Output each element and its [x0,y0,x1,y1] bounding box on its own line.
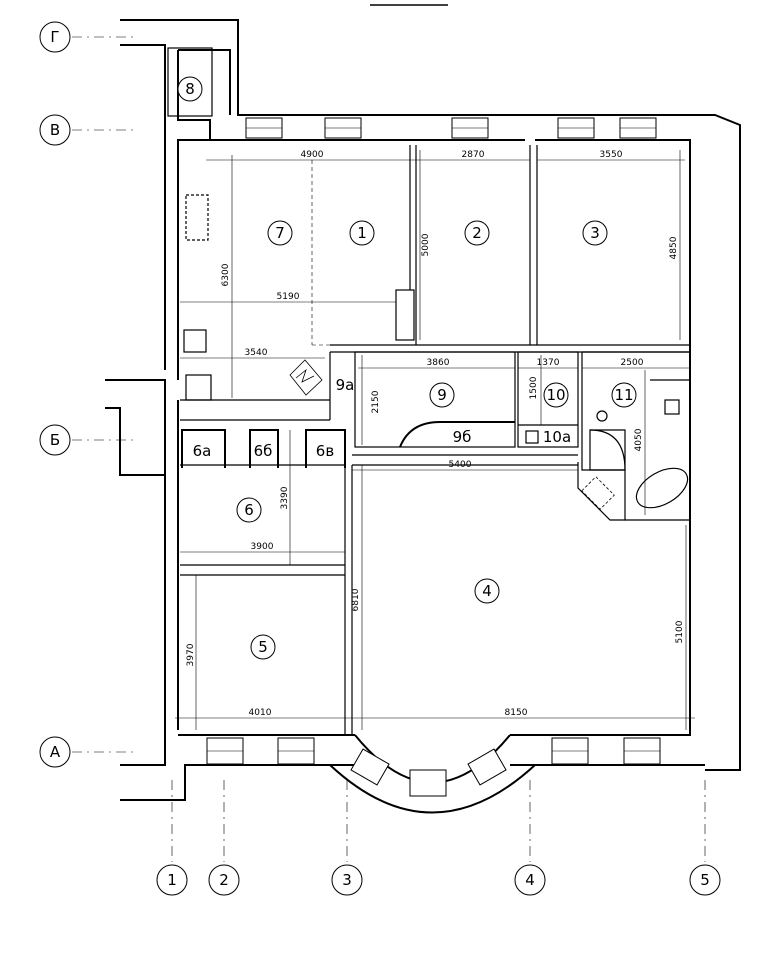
svg-text:А: А [50,743,61,761]
room-6-label: 6 [244,501,254,519]
dim-5400: 5400 [449,460,472,470]
axis-marker-4: 4 [514,864,546,896]
dim-5000: 5000 [421,233,431,256]
room-4-label: 4 [482,582,492,600]
room-7-label: 7 [275,224,285,242]
room-6a-label: 6а [193,442,212,460]
dim-3900: 3900 [251,542,274,552]
room-6b-label: 6б [254,442,273,460]
dim-4010: 4010 [249,708,272,718]
room-3-label: 3 [590,224,600,242]
room-10-label: 10 [546,386,565,404]
axis-marker-5: 5 [689,864,721,896]
dim-5100: 5100 [675,620,685,643]
axis-marker-Б: Б [39,424,71,456]
dim-2870: 2870 [462,150,485,160]
svg-text:В: В [50,121,60,139]
room-9-label: 9 [437,386,447,404]
axis-marker-3: 3 [331,864,363,896]
dim-3970: 3970 [186,643,196,666]
dim-1370: 1370 [537,358,560,368]
axis-marker-Г: Г [39,21,71,53]
room-9b-label: 9б [453,428,472,446]
svg-text:Г: Г [50,28,59,46]
room-1-label: 1 [357,224,367,242]
room-9a-label: 9а [336,376,355,394]
dimension-lines [175,150,695,730]
svg-text:5: 5 [700,871,710,889]
svg-text:1: 1 [167,871,177,889]
dim-3390: 3390 [280,486,290,509]
axis-marker-1: 1 [156,864,188,896]
room-10a-label: 10а [543,428,571,446]
dim-4900: 4900 [301,150,324,160]
svg-text:2: 2 [219,871,229,889]
room-5-label: 5 [258,638,268,656]
svg-text:3: 3 [342,871,352,889]
room-8-label: 8 [185,80,195,98]
dim-6810: 6810 [351,588,361,611]
dim-8150: 8150 [505,708,528,718]
svg-text:Б: Б [50,431,60,449]
bottom-windows [206,737,661,765]
room-2-label: 2 [472,224,482,242]
outer-walls [105,19,741,801]
dim-3540: 3540 [245,348,268,358]
room-6v-label: 6в [316,442,334,460]
axis-marker-2: 2 [208,864,240,896]
dim-3550: 3550 [600,150,623,160]
dim-3860: 3860 [427,358,450,368]
dim-6300: 6300 [221,263,231,286]
dim-4050: 4050 [634,428,644,451]
room-labels: 8 7 1 2 3 9а 9 9б 10 10а 11 6а 6б 6в 6 5… [177,76,637,660]
axis-marker-В: В [39,114,71,146]
bay-window [329,734,536,814]
partitions [180,145,691,735]
axis-lines [72,36,706,862]
dim-5190: 5190 [277,292,300,302]
top-windows [245,117,657,139]
room-11-label: 11 [614,386,633,404]
dim-2500: 2500 [621,358,644,368]
dimension-labels: 4900 2870 3550 6300 5000 4850 5190 3540 … [186,150,685,718]
axis-marker-А: А [39,736,71,768]
svg-text:4: 4 [525,871,535,889]
dim-1500: 1500 [529,376,539,399]
dim-4850: 4850 [669,236,679,259]
dim-2150: 2150 [371,390,381,413]
